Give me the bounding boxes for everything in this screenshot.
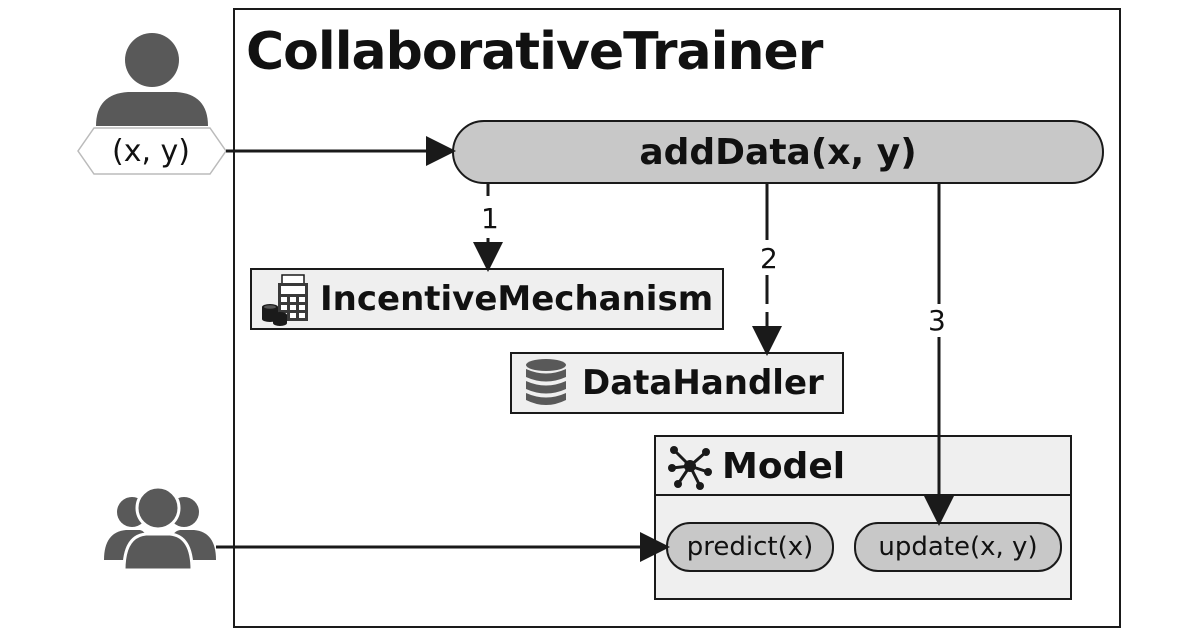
step-2-label: 2	[758, 242, 780, 275]
model-label: Model	[722, 445, 846, 487]
add-data-label: addData(x, y)	[639, 131, 917, 173]
data-handler-box[interactable]: DataHandler	[510, 352, 844, 414]
predict-method[interactable]: predict(x)	[666, 522, 834, 572]
data-token-label: (x, y)	[112, 133, 190, 169]
model-divider	[654, 494, 1072, 496]
data-handler-label: DataHandler	[582, 363, 824, 403]
add-data-method[interactable]: addData(x, y)	[452, 120, 1104, 184]
incentive-mechanism-box[interactable]: IncentiveMechanism	[250, 268, 724, 330]
step-1-label: 1	[479, 202, 501, 235]
users-group-icon	[104, 485, 216, 572]
collaborative-trainer-title: CollaborativeTrainer	[246, 22, 823, 82]
step-3-label: 3	[926, 304, 948, 337]
update-label: update(x, y)	[878, 532, 1038, 562]
calculator-coins-icon	[262, 274, 308, 326]
model-header: Model	[666, 440, 845, 492]
predict-label: predict(x)	[686, 532, 814, 562]
user-icon	[96, 33, 208, 126]
update-method[interactable]: update(x, y)	[854, 522, 1062, 572]
model-box	[654, 435, 1072, 600]
data-token-shape	[77, 127, 227, 175]
network-icon	[668, 446, 712, 490]
database-icon	[526, 359, 566, 405]
incentive-mechanism-label: IncentiveMechanism	[320, 279, 714, 319]
